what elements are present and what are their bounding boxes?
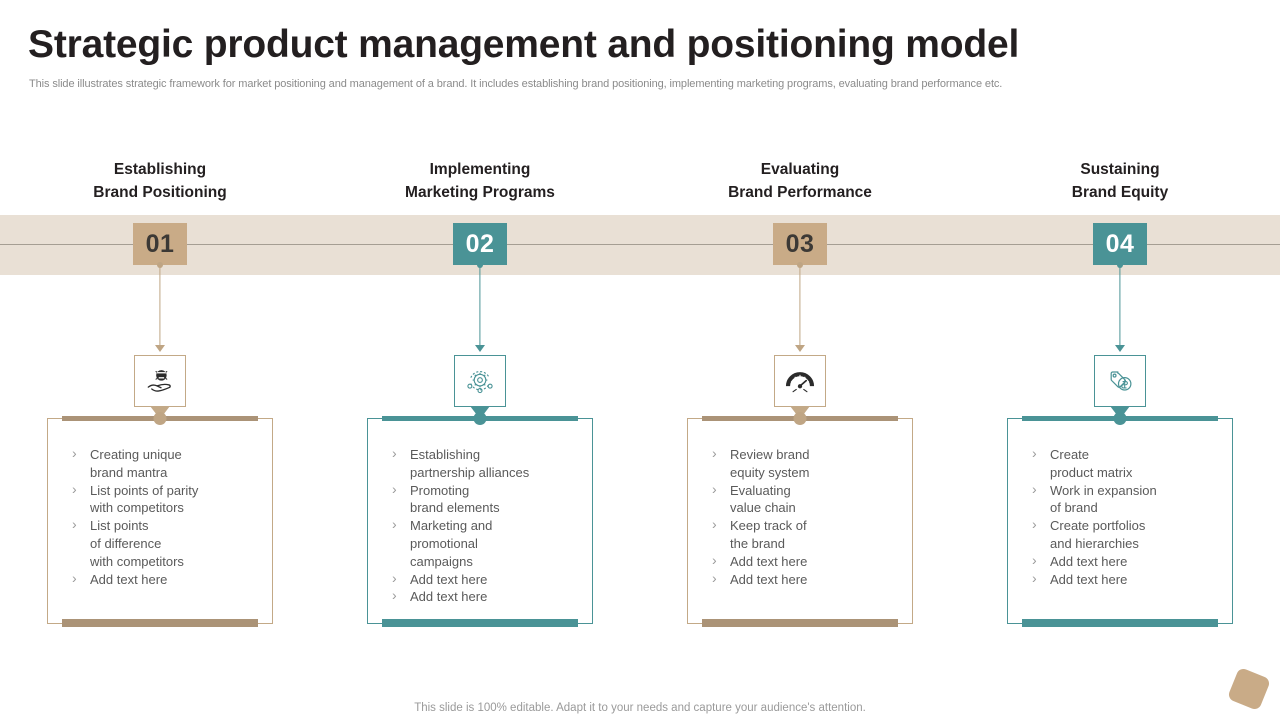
card-node-2 (473, 412, 487, 425)
stage-column-1: Establishing Brand Positioning 01 Creati… (0, 0, 320, 720)
list-item: Add text here (710, 552, 904, 571)
list-item: Establishing partnership alliances (390, 445, 584, 482)
stage-heading-3-line2: Brand Performance (728, 184, 872, 201)
list-item: Keep track of the brand (710, 516, 904, 553)
connector-line-1 (159, 265, 161, 348)
list-item: Add text here (390, 587, 584, 606)
stage-number-badge-1[interactable]: 01 (133, 223, 187, 265)
list-item: Review brand equity system (710, 445, 904, 482)
stage-number-badge-2[interactable]: 02 (453, 223, 507, 265)
bullet-list-4: Create product matrix Work in expansion … (1030, 445, 1224, 589)
list-item: Add text here (710, 570, 904, 589)
price-tag-coin-icon (1094, 355, 1146, 407)
list-item: Promoting brand elements (390, 481, 584, 518)
card-bottom-accent-1 (62, 619, 258, 627)
stage-heading-4: Sustaining Brand Equity (960, 158, 1280, 204)
stage-column-4: Sustaining Brand Equity 04 Create produc… (960, 0, 1280, 720)
stage-number-badge-4[interactable]: 04 (1093, 223, 1147, 265)
list-item: Marketing and promotional campaigns (390, 516, 584, 570)
stage-heading-3: Evaluating Brand Performance (640, 158, 960, 204)
hand-holding-badge-icon (134, 355, 186, 407)
timeline-band (0, 215, 1280, 275)
stage-number-badge-3[interactable]: 03 (773, 223, 827, 265)
connector-line-2 (479, 265, 481, 348)
card-node-4 (1113, 412, 1127, 425)
connector-line-4 (1119, 265, 1121, 348)
list-item: Evaluating value chain (710, 481, 904, 518)
stage-heading-2: Implementing Marketing Programs (320, 158, 640, 204)
stage-heading-2-line1: Implementing (429, 161, 531, 178)
stage-heading-2-line2: Marketing Programs (405, 184, 555, 201)
list-item: Add text here (1030, 552, 1224, 571)
stage-column-2: Implementing Marketing Programs 02 Estab… (320, 0, 640, 720)
stage-card-2: Establishing partnership alliances Promo… (367, 412, 593, 627)
stage-heading-1: Establishing Brand Positioning (0, 158, 320, 204)
page-title: Strategic product management and positio… (28, 23, 1020, 66)
list-item: Work in expansion of brand (1030, 481, 1224, 518)
connector-arrow-3 (795, 345, 805, 352)
network-gear-icon (454, 355, 506, 407)
list-item: Create portfolios and hierarchies (1030, 516, 1224, 553)
footer-note: This slide is 100% editable. Adapt it to… (414, 702, 866, 714)
connector-arrow-1 (155, 345, 165, 352)
card-node-3 (793, 412, 807, 425)
stage-card-4: Create product matrix Work in expansion … (1007, 412, 1233, 627)
stage-heading-3-line1: Evaluating (760, 161, 840, 178)
bullet-list-2: Establishing partnership alliances Promo… (390, 445, 584, 606)
list-item: Create product matrix (1030, 445, 1224, 482)
card-bottom-accent-2 (382, 619, 578, 627)
stage-heading-1-line1: Establishing (113, 161, 207, 178)
list-item: Add text here (1030, 570, 1224, 589)
bullet-list-3: Review brand equity system Evaluating va… (710, 445, 904, 589)
list-item: Add text here (390, 570, 584, 589)
list-item: Creating unique brand mantra (70, 445, 264, 482)
connector-line-3 (799, 265, 801, 348)
bullet-list-1: Creating unique brand mantra List points… (70, 445, 264, 589)
list-item: List points of parity with competitors (70, 481, 264, 518)
stage-column-3: Evaluating Brand Performance 03 Review b… (640, 0, 960, 720)
card-bottom-accent-4 (1022, 619, 1218, 627)
connector-arrow-4 (1115, 345, 1125, 352)
list-item: Add text here (70, 570, 264, 589)
stage-heading-1-line2: Brand Positioning (93, 184, 227, 201)
list-item: List points of difference with competito… (70, 516, 264, 570)
speedometer-gauge-icon (774, 355, 826, 407)
timeline-axis-line (0, 244, 1280, 245)
stage-heading-4-line2: Brand Equity (1071, 184, 1169, 201)
card-node-1 (153, 412, 167, 425)
card-bottom-accent-3 (702, 619, 898, 627)
stage-card-3: Review brand equity system Evaluating va… (687, 412, 913, 627)
stage-heading-4-line1: Sustaining (1080, 161, 1160, 178)
stage-card-1: Creating unique brand mantra List points… (47, 412, 273, 627)
connector-arrow-2 (475, 345, 485, 352)
page-subtitle: This slide illustrates strategic framewo… (29, 78, 1003, 90)
